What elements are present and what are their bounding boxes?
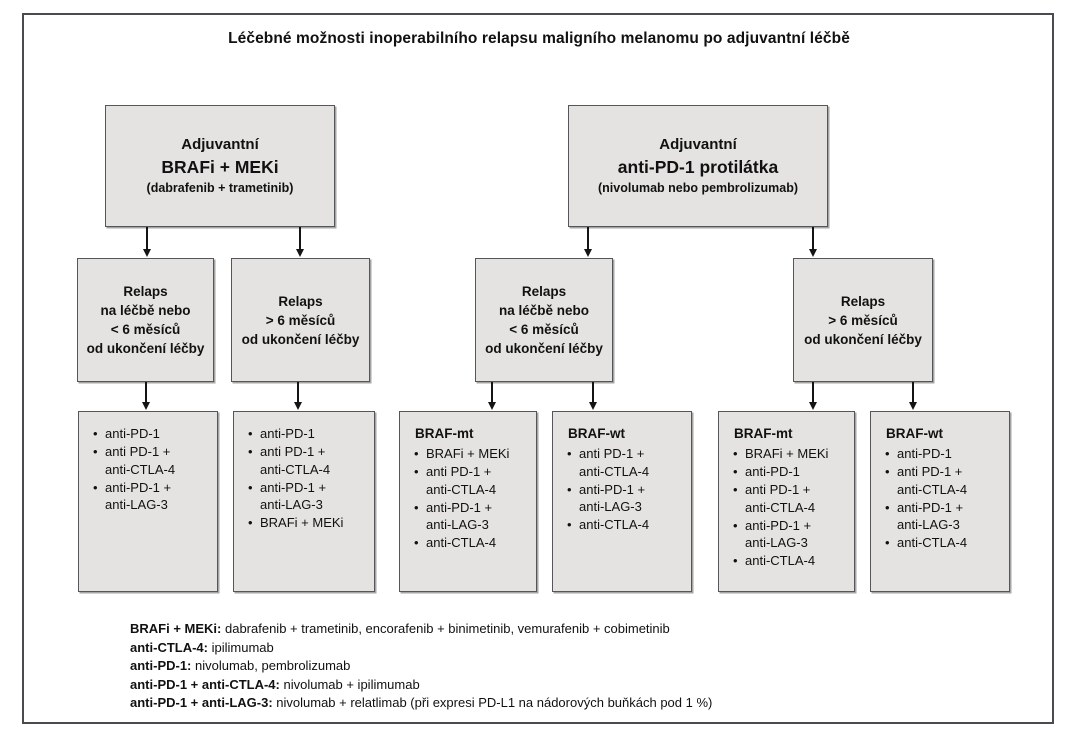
relapse-text: Relaps > 6 měsíců od ukončení léčby [804,293,922,347]
treatment-options-box-braf-wt-1: BRAF-wt anti PD-1 + anti-CTLA-4 anti-PD-… [552,411,692,592]
treatment-item: anti PD-1 + anti-CTLA-4 [885,463,1004,498]
legend-label: anti-PD-1 + anti-CTLA-4: [130,676,280,692]
legend-line: anti-PD-1 + anti-CTLA-4: nivolumab + ipi… [130,676,1030,695]
treatment-item: BRAFi + MEKi [414,445,531,463]
treatment-item: anti-PD-1 + anti-LAG-3 [93,479,212,514]
relapse-early-box-1: Relaps na léčbě nebo < 6 měsíců od ukonč… [77,258,214,382]
relapse-text: Relaps na léčbě nebo < 6 měsíců od ukonč… [86,284,205,356]
braf-status-header: BRAF-wt [568,426,625,441]
relapse-early-box-2: Relaps na léčbě nebo < 6 měsíců od ukonč… [475,258,613,382]
legend-label: BRAFi + MEKi: [130,621,222,636]
adjuvant-drugs: (nivolumab nebo pembrolizumab) [597,181,798,195]
treatment-item: anti PD-1 + anti-CTLA-4 [93,443,212,478]
legend-label: anti-CTLA-4: [130,639,208,655]
legend-text: nivolumab + ipilimumab [279,676,420,692]
treatment-item: anti PD-1 + anti-CTLA-4 [248,443,369,478]
treatment-item: anti-PD-1 + anti-LAG-3 [414,499,531,534]
treatment-item: anti-CTLA-4 [567,516,686,534]
adjuvant-regimen: BRAFi + MEKi [161,157,279,177]
abbreviation-legend: BRAFi + MEKi: dabrafenib + trametinib, e… [130,620,1030,713]
braf-status-header: BRAF-mt [734,426,793,441]
treatment-item: anti-PD-1 + anti-LAG-3 [567,481,686,516]
relapse-text: Relaps > 6 měsíců od ukončení léčby [241,293,360,347]
treatment-item: BRAFi + MEKi [248,514,369,532]
treatment-item: BRAFi + MEKi [733,445,849,463]
treatment-item: anti-PD-1 [93,425,212,443]
adjuvant-label: Adjuvantní [181,136,259,153]
relapse-text: Relaps na léčbě nebo < 6 měsíců od ukonč… [485,284,603,356]
legend-line: anti-PD-1: nivolumab, pembrolizumab [130,657,1030,676]
treatment-item: anti-CTLA-4 [733,552,849,570]
treatment-item: anti-PD-1 + anti-LAG-3 [248,479,369,514]
braf-status-header: BRAF-wt [886,426,943,441]
relapse-late-box-1: Relaps > 6 měsíců od ukončení léčby [231,258,370,382]
legend-line: anti-CTLA-4: ipilimumab [130,639,1030,658]
adjuvant-regimen: anti-PD-1 protilátka [617,157,779,177]
adjuvant-label: Adjuvantní [659,136,737,153]
legend-label: anti-PD-1 + anti-LAG-3: [130,695,273,710]
legend-label: anti-PD-1: [130,658,192,673]
legend-text: ipilimumab [208,639,274,655]
treatment-item: anti PD-1 + anti-CTLA-4 [567,445,686,480]
legend-text: dabrafenib + trametinib, encorafenib + b… [221,621,670,636]
legend-text: nivolumab, pembrolizumab [191,658,351,673]
treatment-item: anti-PD-1 + anti-LAG-3 [885,499,1004,534]
treatment-item: anti-CTLA-4 [885,534,1004,552]
treatment-options-box-1: anti-PD-1 anti PD-1 + anti-CTLA-4 anti-P… [78,411,218,592]
legend-line: anti-PD-1 + anti-LAG-3: nivolumab + rela… [130,694,1030,713]
adjuvant-brafi-meki-box: Adjuvantní BRAFi + MEKi (dabrafenib + tr… [105,105,335,227]
adjuvant-drugs: (dabrafenib + trametinib) [146,181,294,195]
treatment-item: anti PD-1 + anti-CTLA-4 [733,481,849,516]
treatment-item: anti-PD-1 + anti-LAG-3 [733,517,849,552]
treatment-options-box-braf-mt-1: BRAF-mt BRAFi + MEKi anti PD-1 + anti-CT… [399,411,537,592]
figure-title: Léčebné možnosti inoperabilního relapsu … [228,30,850,47]
adjuvant-anti-pd1-box: Adjuvantní anti-PD-1 protilátka (nivolum… [568,105,828,227]
braf-status-header: BRAF-mt [415,426,474,441]
treatment-options-box-braf-mt-2: BRAF-mt BRAFi + MEKi anti-PD-1 anti PD-1… [718,411,855,592]
treatment-item: anti PD-1 + anti-CTLA-4 [414,463,531,498]
treatment-item: anti-PD-1 [248,425,369,443]
legend-line: BRAFi + MEKi: dabrafenib + trametinib, e… [130,620,1030,639]
legend-text: nivolumab + relatlimab (při expresi PD-L… [272,695,713,710]
treatment-options-box-braf-wt-2: BRAF-wt anti-PD-1 anti PD-1 + anti-CTLA-… [870,411,1010,592]
treatment-options-box-2: anti-PD-1 anti PD-1 + anti-CTLA-4 anti-P… [233,411,375,592]
treatment-item: anti-PD-1 [733,463,849,481]
relapse-late-box-2: Relaps > 6 měsíců od ukončení léčby [793,258,933,382]
treatment-item: anti-CTLA-4 [414,534,531,552]
treatment-item: anti-PD-1 [885,445,1004,463]
